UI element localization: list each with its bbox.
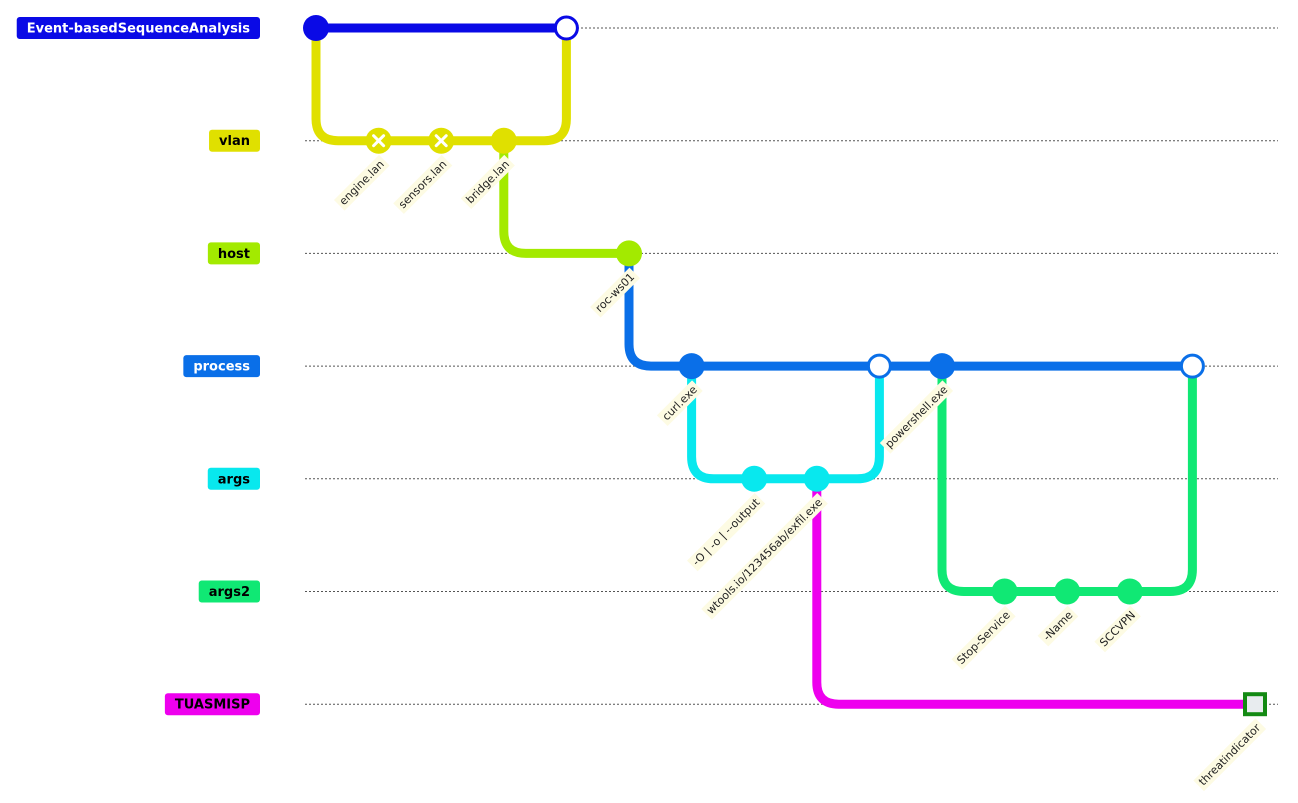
lane-label-host: host xyxy=(207,242,260,265)
commit-label-bg xyxy=(656,380,703,427)
branch-edges xyxy=(311,23,1260,709)
commit-label-s2: -Name xyxy=(1037,605,1079,647)
lane-label-text: Event-basedSequenceAnalysis xyxy=(27,22,251,37)
commit-label-t1: threatindicator xyxy=(1193,718,1267,792)
commit-label-bg xyxy=(701,493,828,620)
commit-label-text: -O | -o | --output xyxy=(690,495,763,568)
lane-label-text: process xyxy=(193,360,250,375)
commit-label-bg xyxy=(879,380,954,454)
commit-label-bg xyxy=(1094,605,1141,653)
commit-label-text: SCCVPN xyxy=(1097,609,1138,650)
lane-label-pill xyxy=(164,693,260,716)
lane-label-pill xyxy=(183,355,260,378)
edge-a2-p2 xyxy=(812,361,884,484)
commit-label-bg xyxy=(393,154,453,214)
lane-label-pill xyxy=(207,242,260,265)
commit-node-a2 xyxy=(803,465,830,492)
lane-label-args2: args2 xyxy=(198,580,260,603)
commit-label-text: threatindicator xyxy=(1196,721,1263,788)
merge-node-p2 xyxy=(866,353,892,379)
edge-v3-h1 xyxy=(499,136,634,258)
commit-node-v3 xyxy=(490,127,517,154)
commit-label-bg xyxy=(460,154,515,210)
commit-nodes xyxy=(303,15,1267,717)
commit-label-v2: sensors.lan xyxy=(393,154,453,214)
reverse-node-v1 xyxy=(365,127,392,154)
cross-icon xyxy=(434,134,448,148)
lane-label-text: TUASMISP xyxy=(175,698,250,713)
lane-label-text: args2 xyxy=(209,585,250,600)
commit-label-bg xyxy=(951,605,1016,670)
lane-label-pill xyxy=(209,129,260,152)
lane-label-event-basedsequenceanalysis: Event-basedSequenceAnalysis xyxy=(16,17,260,39)
edge-p3-s1 xyxy=(937,361,1010,596)
edge-v3-e1 xyxy=(499,23,571,146)
commit-label-text: wtools.io/123456ab/exfil.exe xyxy=(704,496,825,617)
commit-node-p1 xyxy=(678,353,705,380)
commit-node-s1 xyxy=(991,578,1018,605)
edge-e0-v1 xyxy=(311,23,384,146)
lane-label-process: process xyxy=(183,355,260,378)
commit-label-bg xyxy=(1193,718,1267,792)
commit-label-s3: SCCVPN xyxy=(1094,605,1141,653)
edge-s3-p4 xyxy=(1125,361,1197,596)
lane-label-pill xyxy=(198,580,260,603)
commit-node-p3 xyxy=(929,353,955,380)
edge-a2-t1 xyxy=(812,474,1260,709)
commit-label-text: Stop-Service xyxy=(954,608,1013,667)
commit-label-bg xyxy=(590,267,641,318)
lane-labels: Event-basedSequenceAnalysis vlan host proce… xyxy=(16,17,260,716)
commit-label-text: -Name xyxy=(1040,608,1075,643)
commit-label-s1: Stop-Service xyxy=(951,605,1016,670)
edge-h1-p1 xyxy=(624,248,697,371)
commit-node-a1 xyxy=(741,465,768,492)
commit-node-h1 xyxy=(616,240,642,267)
commit-node-e0 xyxy=(303,15,329,41)
merge-node-e1 xyxy=(553,15,579,41)
lane-label-text: host xyxy=(218,247,250,262)
reverse-node-v2 xyxy=(428,127,455,154)
merge-node-p4 xyxy=(1179,353,1205,379)
lane-label-args: args xyxy=(207,467,260,490)
commit-label-text: sensors.lan xyxy=(396,158,449,211)
commit-label-bg xyxy=(1037,605,1079,647)
commit-label-bg xyxy=(333,154,390,211)
highlight-node-t1 xyxy=(1243,692,1267,717)
lane-label-pill xyxy=(207,467,260,490)
commit-label-v1: engine.lan xyxy=(333,154,390,211)
cross-icon xyxy=(372,134,386,148)
commit-node-s3 xyxy=(1116,578,1143,605)
commit-node-s2 xyxy=(1054,578,1081,605)
commit-label-bg xyxy=(687,493,766,572)
commit-label-text: engine.lan xyxy=(337,158,387,208)
lane-label-pill xyxy=(16,17,260,39)
commit-label-a2: wtools.io/123456ab/exfil.exe xyxy=(701,493,828,620)
lane-label-text: args xyxy=(218,472,250,487)
lane-label-text: vlan xyxy=(219,134,250,149)
lane-label-tuasmisp: TUASMISP xyxy=(164,693,260,716)
lane-label-vlan: vlan xyxy=(209,129,260,152)
edge-p1-a1 xyxy=(687,361,759,484)
